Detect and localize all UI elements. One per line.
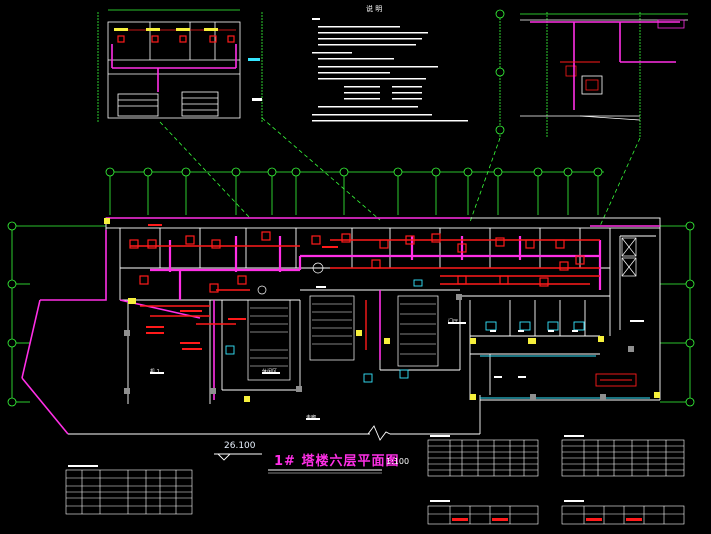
title-underline xyxy=(268,469,382,474)
table-middle-heading xyxy=(430,435,450,502)
notes-block xyxy=(312,18,468,122)
columns xyxy=(124,294,634,400)
drawing-scale: 1:100 xyxy=(386,457,410,466)
detail-plan-top-left xyxy=(97,9,263,122)
notes-title: 说 明 xyxy=(366,5,383,13)
equipment-table-right xyxy=(561,439,685,525)
axis-bubbles-top-right xyxy=(495,9,505,135)
elevation-value: 26.100 xyxy=(224,441,256,451)
table-right-red-cells xyxy=(586,518,642,521)
room-label-lobby: 门厅 xyxy=(448,319,459,325)
red-ducts xyxy=(130,239,600,350)
detail-labels-top-left xyxy=(114,28,262,101)
table-middle-red-cells xyxy=(452,518,508,521)
detail-ducts-top-left xyxy=(111,44,237,92)
magenta-outline xyxy=(21,217,660,435)
room-label-bottom-note: 休闲区 xyxy=(262,369,278,375)
yellow-equipment xyxy=(104,218,660,402)
table-left-heading xyxy=(68,465,98,467)
drawing-title: 1# 塔楼六层平面图 xyxy=(274,454,400,469)
red-equipment xyxy=(129,231,585,293)
table-right-heading xyxy=(564,435,584,502)
stair-blocks xyxy=(247,237,637,381)
detail-plan-top-right xyxy=(499,12,688,138)
equipment-table-middle xyxy=(427,439,539,525)
elevation-marker-icon xyxy=(214,453,262,461)
detail-ducts-top-right xyxy=(530,21,680,110)
equipment-table-left xyxy=(65,469,193,515)
top-axis-grid xyxy=(105,167,604,215)
leader-lines xyxy=(159,117,641,227)
cyan-equipment xyxy=(225,279,650,399)
side-axis-grid xyxy=(7,221,695,407)
red-annotations xyxy=(146,224,338,350)
room-text xyxy=(150,286,644,420)
room-label-corridor: 走廊 xyxy=(306,415,317,421)
room-label-left: 机 1 xyxy=(150,369,160,375)
